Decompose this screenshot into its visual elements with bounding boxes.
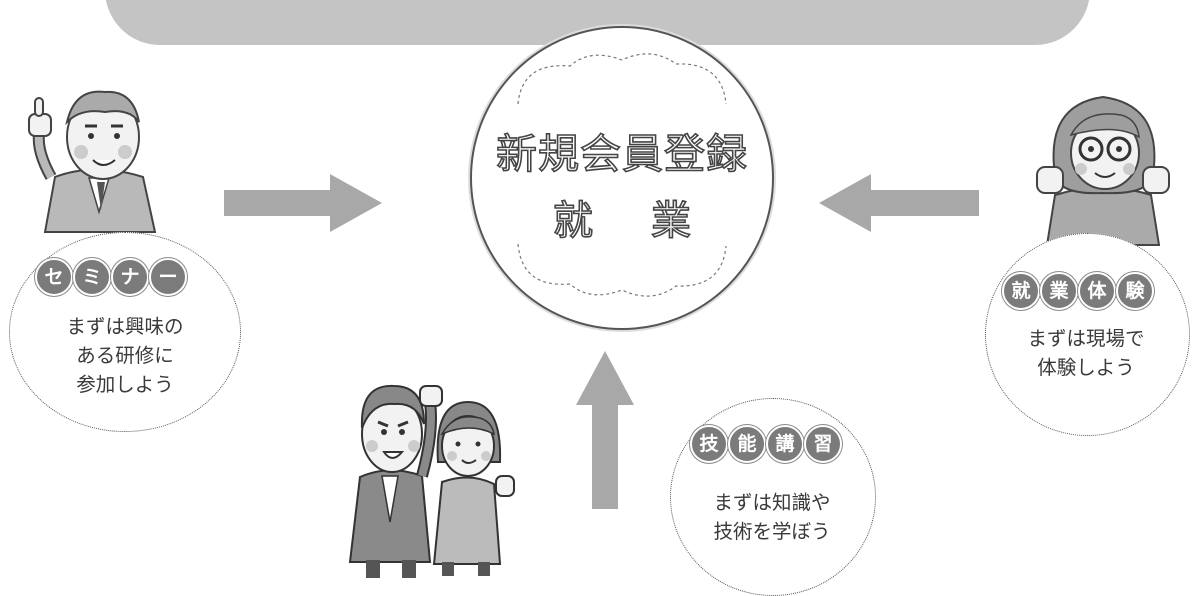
arrow-left-icon	[819, 174, 979, 232]
center-circle	[470, 26, 774, 330]
couple-illustration	[348, 384, 515, 578]
chip-char: 習	[804, 425, 842, 463]
seminar-chips: セ ミ ナ ー	[35, 258, 187, 296]
chip-char: ー	[149, 258, 187, 296]
chip-char: 就	[1002, 272, 1040, 310]
chip-char: 技	[690, 425, 728, 463]
chip-char: 講	[766, 425, 804, 463]
woman-illustration	[1036, 95, 1170, 246]
chip-char: ミ	[73, 258, 111, 296]
arrow-up-icon	[576, 351, 634, 509]
chip-char: ナ	[111, 258, 149, 296]
skill-course-chips: 技 能 講 習	[690, 425, 842, 463]
work-experience-chips: 就 業 体 験	[1002, 272, 1154, 310]
arrow-right-icon	[224, 174, 382, 232]
chip-char: 業	[1040, 272, 1078, 310]
cloud-decoration	[517, 53, 727, 297]
chip-char: 体	[1078, 272, 1116, 310]
center-title: 新規会員登録	[495, 129, 748, 179]
work-experience-bubble	[985, 233, 1190, 436]
work-experience-text: まずは現場で 体験しよう	[1027, 327, 1145, 379]
chip-char: セ	[35, 258, 73, 296]
skill-course-text: まずは知識や 技術を学ぼう	[713, 491, 831, 543]
chip-char: 能	[728, 425, 766, 463]
seminar-text: まずは興味の ある研修に 参加しよう	[66, 315, 184, 396]
man-thumbs-up-illustration	[28, 90, 157, 233]
center-subtitle: 就業	[552, 197, 749, 245]
chip-char: 験	[1116, 272, 1154, 310]
